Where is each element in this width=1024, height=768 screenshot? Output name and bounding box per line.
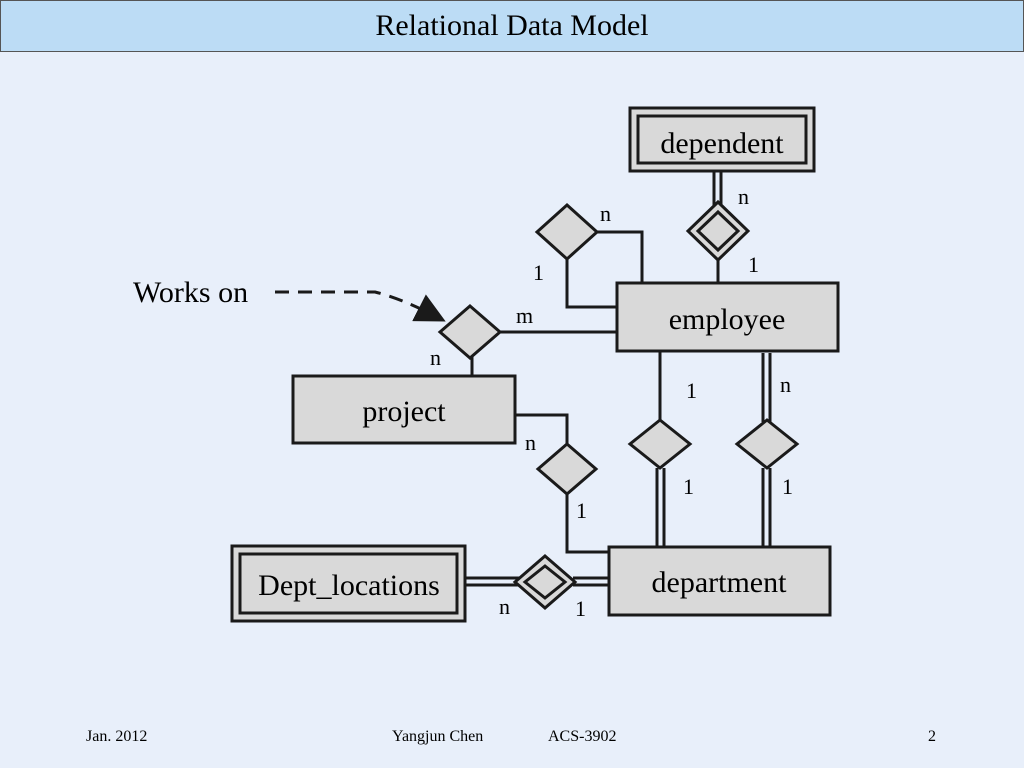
dept-locations-entity-inner [238, 552, 459, 615]
dependent-label: dependent [660, 127, 784, 160]
locations-diamond-inner [522, 564, 568, 600]
works-for-diamond [627, 418, 693, 470]
footer-page-number: 2 [928, 728, 936, 745]
footer-course: ACS-3902 [548, 728, 617, 745]
dept-locations-label: Dept_locations [258, 569, 440, 602]
card-manages-1: 1 [782, 474, 793, 499]
dependent-entity-inner [636, 114, 808, 165]
project-entity [291, 374, 517, 445]
workson-annotation: Works on [133, 276, 248, 309]
employee-label: employee [669, 303, 786, 336]
card-supervision-n: n [600, 201, 611, 226]
manages-diamond [734, 418, 800, 470]
department-entity [607, 545, 832, 617]
card-controls-n: n [525, 430, 536, 455]
footer-date: Jan. 2012 [86, 728, 148, 745]
department-label: department [652, 566, 788, 599]
dependent-rel-diamond-inner [695, 209, 741, 253]
controls-project-line [515, 413, 569, 444]
card-workson-n: n [430, 345, 441, 370]
footer-author: Yangjun Chen [392, 728, 484, 745]
supervision-line-top [597, 230, 644, 283]
workson-diamond [437, 304, 503, 360]
card-dependent-emp-1: 1 [748, 252, 759, 277]
project-label: project [362, 395, 446, 428]
employee-entity [615, 281, 840, 353]
workson-arrow [275, 290, 446, 322]
card-controls-1: 1 [576, 498, 587, 523]
card-emp-dept-1-bottom: 1 [683, 474, 694, 499]
card-supervision-1: 1 [533, 260, 544, 285]
card-workson-m: m [516, 303, 533, 328]
card-emp-dept-1-top: 1 [686, 378, 697, 403]
supervision-diamond [534, 202, 600, 262]
controls-diamond [535, 442, 599, 496]
supervision-line-bottom [565, 254, 617, 309]
card-locations-n: n [499, 594, 510, 619]
card-locations-1: 1 [575, 596, 586, 621]
card-manages-n: n [780, 372, 791, 397]
slide-title: Relational Data Model [375, 9, 649, 42]
controls-department-line [565, 494, 609, 554]
card-dependent-n: n [738, 184, 749, 209]
title-bar: Relational Data Model [0, 0, 1024, 52]
